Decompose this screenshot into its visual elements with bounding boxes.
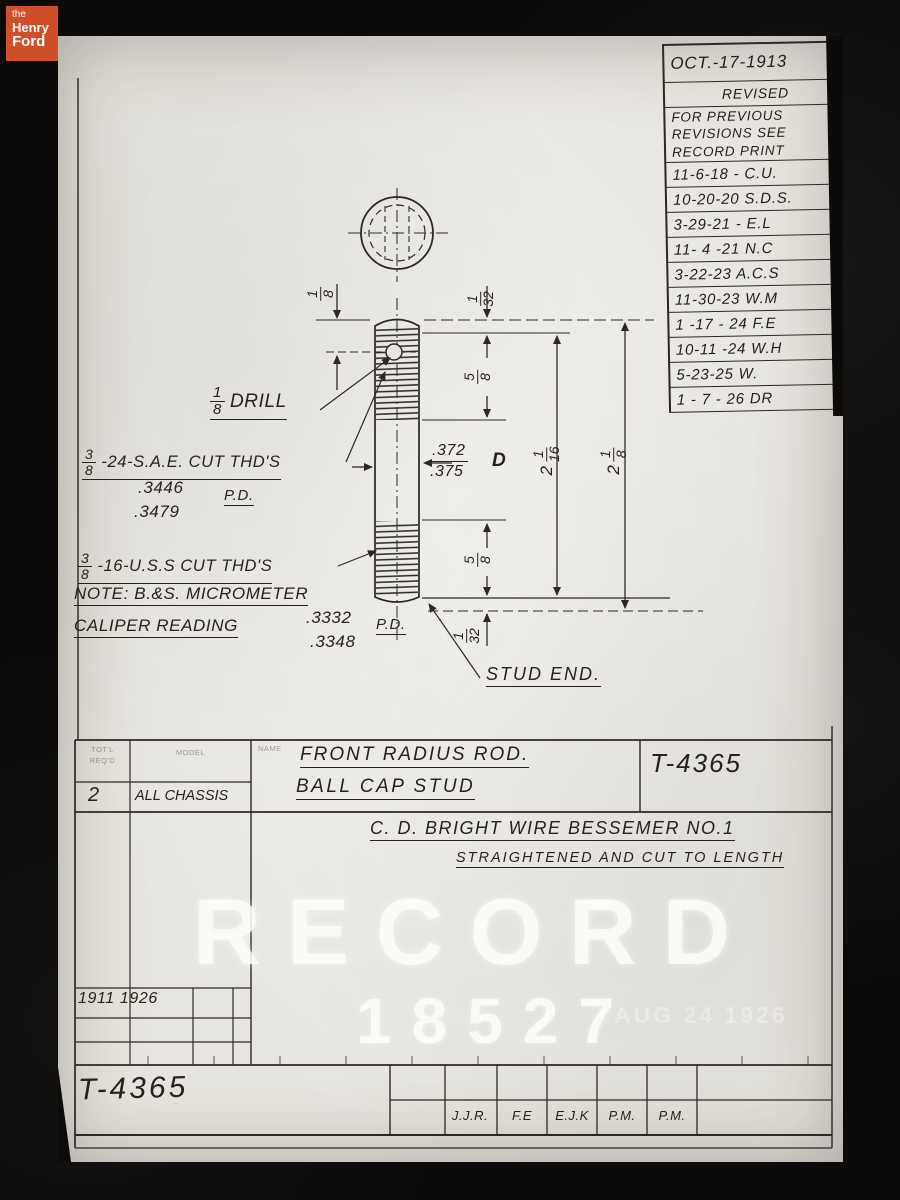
- fraction-one-eighth: 1 8: [304, 287, 337, 301]
- revision-entry: 1 -17 - 24 F.E: [669, 309, 843, 338]
- fraction-three-eighths: 3 8: [78, 551, 93, 582]
- stud-end-label: STUD END.: [486, 664, 602, 687]
- dim-two-one-eighth: 2 1 8: [597, 447, 630, 475]
- dim-five-eighths-top: 5 8: [461, 370, 494, 384]
- approval-initials: J.J.R.: [451, 1108, 489, 1123]
- dim-whole: 2: [604, 465, 623, 475]
- fraction-one-eighth: 1 8: [210, 385, 225, 418]
- fraction-one-thirty-second: 1 32: [464, 291, 497, 307]
- diameter-limits: .372 .375: [430, 442, 468, 481]
- approval-initials: P.M.: [608, 1108, 636, 1123]
- revision-entry: 3-22-23 A.C.S: [668, 259, 843, 288]
- sae-pd-value-2: .3479: [134, 502, 180, 521]
- henry-ford-logo: the Henry Ford: [6, 6, 58, 61]
- required-value: 2: [88, 784, 100, 806]
- pd-label: P.D.: [376, 616, 406, 635]
- revision-table: OCT.-17-1913 REVISED FOR PREVIOUS REVISI…: [662, 40, 843, 413]
- material-process: STRAIGHTENED AND CUT TO LENGTH: [456, 850, 785, 868]
- part-name-line1: FRONT RADIUS ROD.: [300, 744, 530, 768]
- sae-thread-label: -24-S.A.E. CUT THD'S: [101, 453, 281, 472]
- logo-text-henry: Henry: [12, 19, 49, 35]
- revision-entry: 5-23-25 W.: [670, 359, 843, 388]
- sae-pd-value-1: .3446: [138, 478, 184, 497]
- diameter-suffix: D: [492, 450, 507, 471]
- uss-thread-label: -16-U.S.S CUT THD'S: [97, 557, 273, 576]
- material-spec: C. D. BRIGHT WIRE BESSEMER NO.1: [370, 818, 735, 841]
- caliper-value-2: .3348: [310, 632, 356, 651]
- dim-five-eighths-bottom: 5 8: [461, 553, 494, 567]
- dim-one-thirty-second-bottom: 1 32: [450, 628, 483, 644]
- part-name-line2: BALL CAP STUD: [296, 776, 476, 800]
- revision-note-line: RECORD PRINT: [671, 142, 785, 160]
- diameter-upper: .372: [430, 442, 468, 462]
- dim-two-one-sixteenth: 2 1 16: [530, 446, 563, 476]
- record-date-stamp: AUG 24 1926: [614, 1002, 788, 1028]
- revision-note-line: REVISIONS SEE: [671, 124, 787, 143]
- uss-thread-callout: 3 8 -16-U.S.S CUT THD'S: [78, 551, 273, 584]
- required-header: TOT'L REQ'D: [75, 744, 130, 767]
- caliper-value-1: .3332: [306, 608, 352, 627]
- micrometer-note-line2: CALIPER READING: [74, 616, 238, 638]
- revision-entry: 11- 4 -21 N.C: [667, 234, 843, 263]
- revision-entry: 3-29-21 - E.L: [667, 209, 843, 238]
- logo-text-the: the: [12, 9, 26, 20]
- revised-label: REVISED: [664, 79, 843, 108]
- revision-entry: 1 - 7 - 26 DR: [670, 384, 843, 413]
- fraction-one-sixteenth: 1 16: [530, 446, 563, 463]
- approval-initials: F.E: [511, 1108, 533, 1123]
- dim-whole: 2: [537, 466, 556, 476]
- revision-date: OCT.-17-1913: [664, 42, 843, 83]
- name-header: NAME: [258, 744, 282, 753]
- revision-note-line: FOR PREVIOUS: [671, 107, 784, 125]
- fraction-three-eighths: 3 8: [82, 447, 97, 478]
- drill-callout: 1 8 DRILL: [210, 385, 287, 420]
- revision-entry: 11-6-18 - C.U.: [666, 159, 843, 188]
- logo-text-ford: Ford: [12, 33, 46, 51]
- micrometer-note-line1: NOTE: B.&S. MICROMETER: [74, 584, 309, 606]
- revision-entry: 10-11 -24 W.H: [669, 334, 843, 363]
- sae-thread-callout: 3 8 -24-S.A.E. CUT THD'S: [82, 447, 281, 480]
- dim-one-thirty-second-top: 1 32: [464, 291, 497, 307]
- fraction-one-eighth: 1 8: [597, 447, 630, 462]
- drawing-sheet: OCT.-17-1913 REVISED FOR PREVIOUS REVISI…: [58, 36, 843, 1162]
- model-value: ALL CHASSIS: [135, 788, 229, 804]
- drill-label: DRILL: [229, 390, 287, 412]
- record-number-stamp: 18527: [356, 985, 634, 1057]
- dim-one-eighth: 1 8: [304, 287, 337, 301]
- approval-initials: P.M.: [658, 1108, 686, 1123]
- approval-initials: E.J.K: [555, 1108, 589, 1123]
- required-header-line1: TOT'L: [91, 745, 114, 754]
- pd-label: P.D.: [224, 487, 254, 506]
- revision-entry: 10-20-20 S.D.S.: [666, 184, 843, 213]
- revision-note: FOR PREVIOUS REVISIONS SEE RECORD PRINT: [665, 104, 843, 163]
- record-watermark: RECORD: [193, 879, 757, 984]
- part-number: T-4365: [650, 748, 742, 778]
- fraction-five-eighths: 5 8: [461, 370, 494, 384]
- fraction-one-thirty-second: 1 32: [450, 628, 483, 644]
- diameter-lower: .375: [430, 463, 464, 480]
- model-header: MODEL: [175, 748, 206, 757]
- revision-entry: 11-30-23 W.M: [668, 284, 843, 313]
- drawing-linework: [74, 78, 833, 1149]
- required-header-line2: REQ'D: [89, 756, 116, 766]
- bottom-part-number: T-4365: [77, 1070, 189, 1107]
- fraction-five-eighths: 5 8: [461, 553, 494, 567]
- model-years: 1911 1926: [78, 990, 158, 1007]
